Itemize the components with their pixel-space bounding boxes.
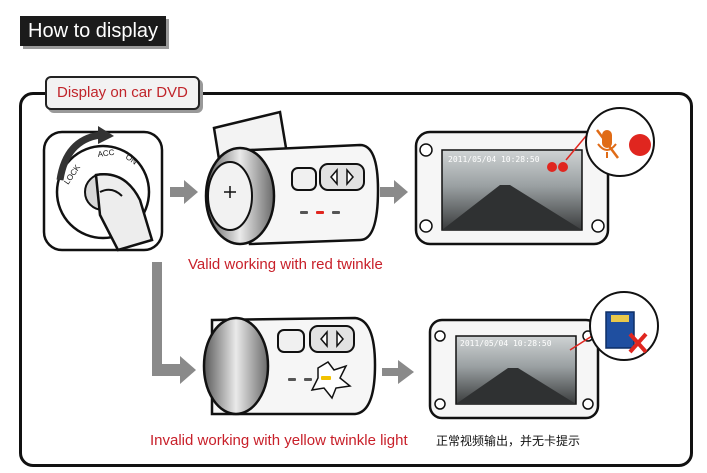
record-dot-icon — [629, 134, 651, 156]
camera-top-illustration — [204, 110, 380, 246]
arrow-right-icon — [170, 180, 198, 204]
yellow-led-indicator — [321, 376, 331, 380]
screen-timestamp: 2011/05/04 10:28:50 — [448, 155, 540, 164]
screen-timestamp: 2011/05/04 10:28:50 — [460, 339, 552, 348]
flow-arrows — [152, 180, 414, 384]
car-dvd-screen-top: 2011/05/04 10:28:50 — [414, 130, 610, 246]
caption-invalid: Invalid working with yellow twinkle ligh… — [150, 432, 408, 449]
caption-chinese-note: 正常视频输出，并无卡提示 — [436, 434, 581, 448]
ignition-switch-illustration: LOCK ACC ON — [42, 126, 164, 252]
car-dvd-screen-bottom: 2011/05/04 10:28:50 — [428, 318, 600, 420]
section-tab-label: Display on car DVD — [45, 76, 200, 110]
acc-label: ACC — [97, 148, 115, 159]
camera-bottom-illustration — [202, 316, 377, 416]
arrow-down-right-icon — [152, 262, 196, 384]
arrow-right-icon — [380, 180, 408, 204]
arrow-right-icon — [382, 360, 414, 384]
caption-valid: Valid working with red twinkle — [188, 256, 383, 273]
callout-no-sd-card — [569, 291, 659, 361]
no-card-x-icon — [628, 332, 648, 354]
sd-card-icon — [605, 311, 635, 349]
microphone-muted-icon — [596, 129, 619, 159]
page-title: How to display — [20, 16, 167, 46]
callout-mute-record — [565, 107, 655, 177]
